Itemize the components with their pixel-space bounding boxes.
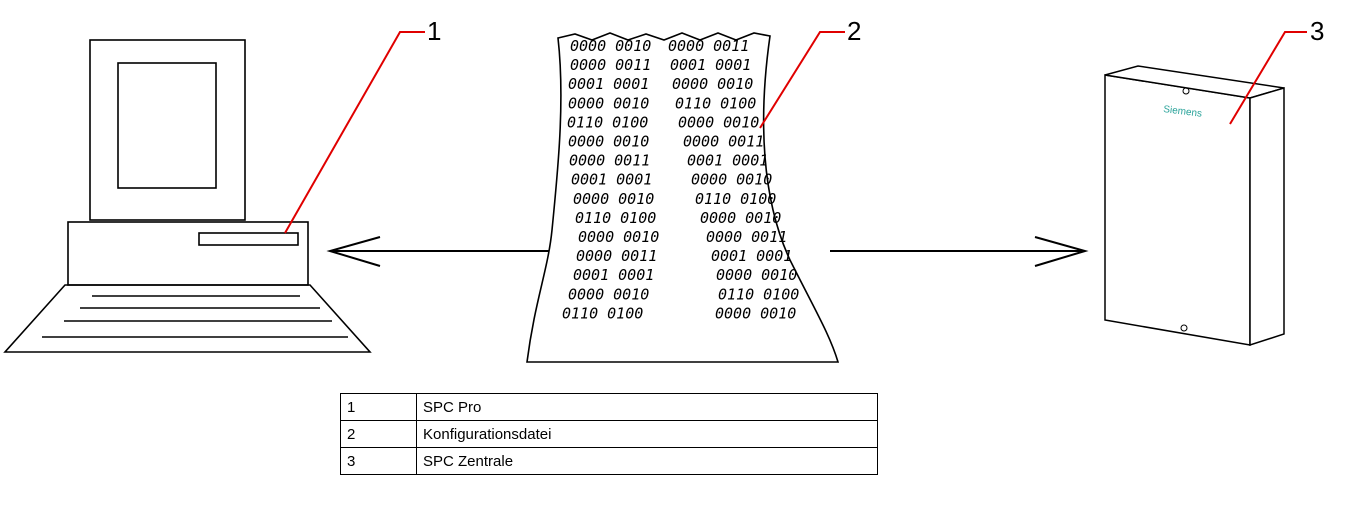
legend-row: 2 Konfigurationsdatei	[340, 420, 878, 448]
computer-illustration	[3, 39, 372, 353]
binary-line-left: 0001 0001	[571, 171, 652, 189]
binary-line-left: 0000 0010	[568, 285, 649, 303]
binary-line-right: 0000 0010	[678, 113, 759, 131]
legend-number: 1	[340, 393, 417, 421]
binary-line-left: 0000 0011	[569, 152, 650, 170]
callout-number-3: 3	[1310, 16, 1324, 46]
binary-line-left: 0000 0011	[576, 247, 657, 265]
binary-line-right: 0000 0010	[716, 266, 797, 284]
legend-number: 2	[340, 420, 417, 448]
binary-line-right: 0000 0010	[715, 304, 796, 322]
binary-line-left: 0000 0010	[568, 94, 649, 112]
arrow-to-computer	[326, 236, 549, 267]
callout-line-3	[1229, 31, 1307, 125]
binary-line-right: 0000 0011	[706, 228, 787, 246]
legend-table: 1 SPC Pro 2 Konfigurationsdatei 3 SPC Ze…	[340, 393, 878, 475]
binary-line-left: 0000 0010	[570, 37, 651, 55]
legend-label: Konfigurationsdatei	[416, 420, 878, 448]
legend-row: 3 SPC Zentrale	[340, 447, 878, 475]
binary-line-right: 0110 0100	[695, 190, 776, 208]
legend-label: SPC Pro	[416, 393, 878, 421]
binary-line-left: 0001 0001	[573, 266, 654, 284]
binary-line-right: 0001 0001	[670, 56, 751, 74]
monitor-screen	[117, 62, 217, 189]
binary-line-right: 0110 0100	[718, 285, 799, 303]
callout-line-2	[759, 31, 845, 129]
legend-row: 1 SPC Pro	[340, 393, 878, 421]
binary-line-left: 0000 0010	[578, 228, 659, 246]
binary-line-left: 0110 0100	[567, 113, 648, 131]
binary-line-right: 0000 0010	[700, 209, 781, 227]
binary-line-left: 0000 0011	[570, 56, 651, 74]
binary-line-right: 0000 0010	[672, 75, 753, 93]
control-panel-illustration: Siemens	[1104, 65, 1285, 347]
disk-drive-slot	[198, 232, 299, 246]
binary-line-right: 0000 0010	[691, 171, 772, 189]
system-unit	[67, 221, 309, 286]
callout-number-2: 2	[847, 16, 861, 46]
keyboard	[3, 284, 372, 353]
binary-line-left: 0000 0010	[573, 190, 654, 208]
binary-line-right: 0000 0011	[683, 133, 764, 151]
binary-line-right: 0000 0011	[668, 37, 749, 55]
brand-label: Siemens	[1163, 104, 1203, 120]
binary-line-right: 0001 0001	[687, 152, 768, 170]
callout-line-1	[284, 31, 425, 234]
binary-line-left: 0000 0010	[568, 133, 649, 151]
legend-label: SPC Zentrale	[416, 447, 878, 475]
legend-number: 3	[340, 447, 417, 475]
binary-line-left: 0110 0100	[562, 304, 643, 322]
binary-line-left: 0110 0100	[575, 209, 656, 227]
binary-line-left: 0001 0001	[568, 75, 649, 93]
callout-number-1: 1	[427, 16, 441, 46]
binary-line-right: 0110 0100	[675, 94, 756, 112]
binary-line-right: 0001 0001	[711, 247, 792, 265]
arrow-to-panel	[830, 236, 1089, 267]
monitor-frame	[89, 39, 246, 221]
